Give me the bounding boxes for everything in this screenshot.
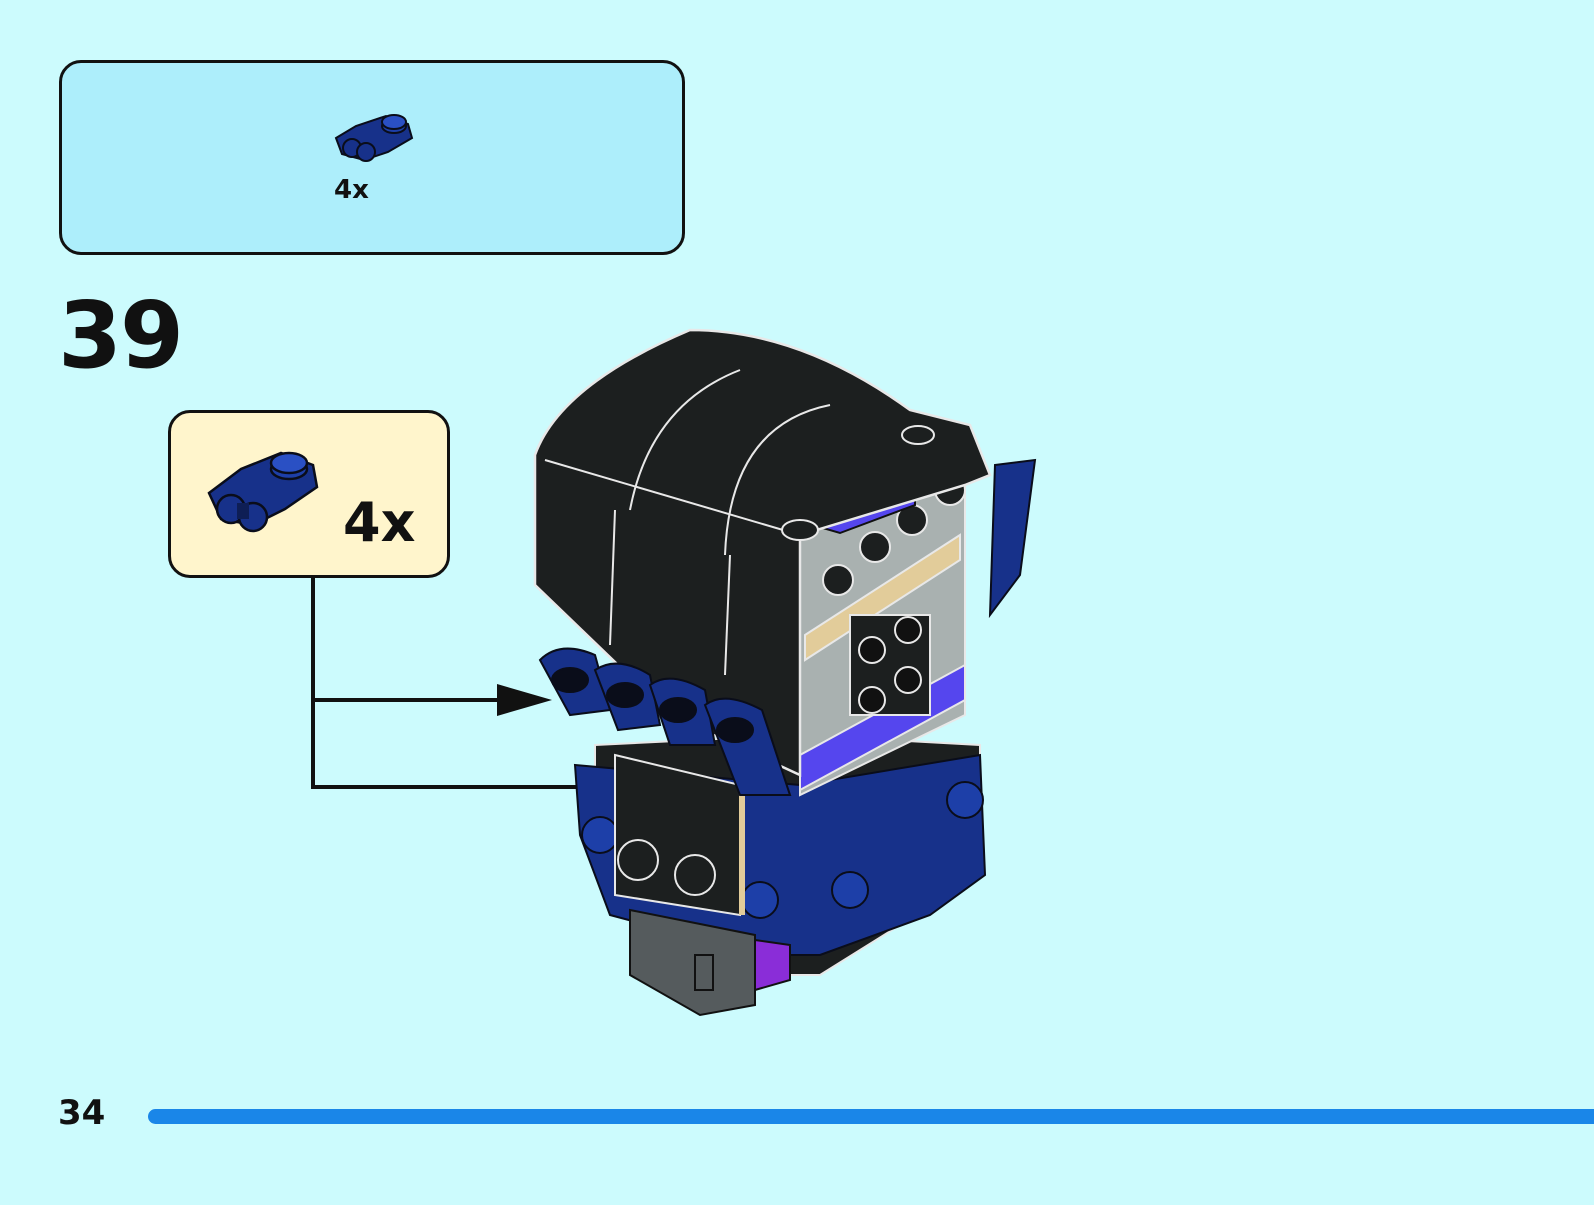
blue-clip-plate-icon: [328, 108, 418, 172]
blue-clip-plate-icon: [201, 443, 321, 547]
brickheadz-model-illustration: [500, 315, 1060, 1039]
page-number: 34: [58, 1093, 106, 1133]
page-progress-bar: [148, 1109, 1594, 1124]
parts-quantity: 4x: [334, 175, 369, 205]
step-number: 39: [58, 282, 184, 389]
parts-list-box: 4x: [59, 60, 685, 255]
callout-quantity: 4x: [343, 491, 416, 554]
step-callout-box: 4x: [168, 410, 450, 578]
